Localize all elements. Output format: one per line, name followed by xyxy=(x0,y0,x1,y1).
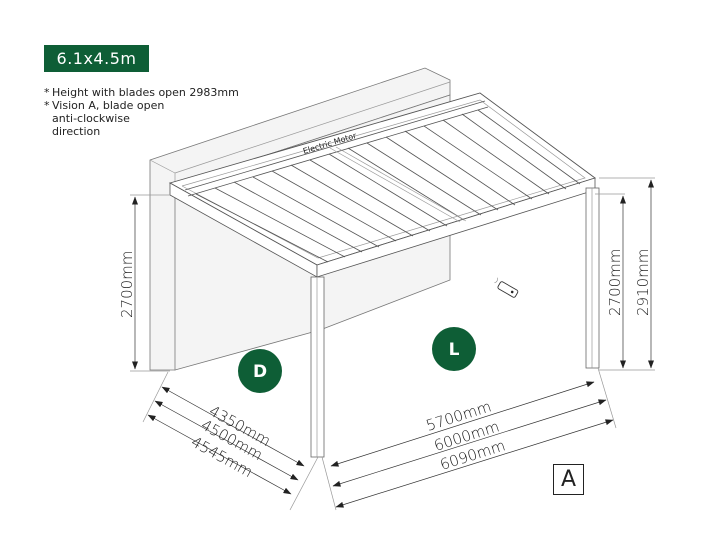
svg-text:2700mm: 2700mm xyxy=(606,249,624,316)
left-height-dimension: 2700mm xyxy=(118,194,170,372)
svg-text:D: D xyxy=(253,362,267,382)
view-label-box: A xyxy=(553,464,584,495)
svg-text:L: L xyxy=(449,340,460,360)
svg-text:2910mm: 2910mm xyxy=(634,249,652,316)
note-item: * Height with blades open 2983mm xyxy=(44,86,239,99)
size-badge: 6.1x4.5m xyxy=(44,45,149,72)
note-continuation: anti-clockwise xyxy=(52,112,130,125)
side-d-badge: D xyxy=(238,349,282,393)
note-continuation: direction xyxy=(52,125,101,138)
side-l-badge: L xyxy=(432,327,476,371)
roof-blades xyxy=(195,109,581,263)
note-item: * Vision A, blade open xyxy=(44,99,165,112)
remote-control-icon xyxy=(494,277,519,298)
roof: Electric Motor xyxy=(168,92,596,278)
right-height-dimensions: 2700mm 2910mm xyxy=(595,177,655,371)
posts xyxy=(310,187,600,458)
depth-dimensions: 4350mm 4500mm 4545mm xyxy=(142,371,319,511)
svg-text:2700mm: 2700mm xyxy=(118,251,136,318)
notes: * Height with blades open 2983mm * Visio… xyxy=(44,86,239,138)
